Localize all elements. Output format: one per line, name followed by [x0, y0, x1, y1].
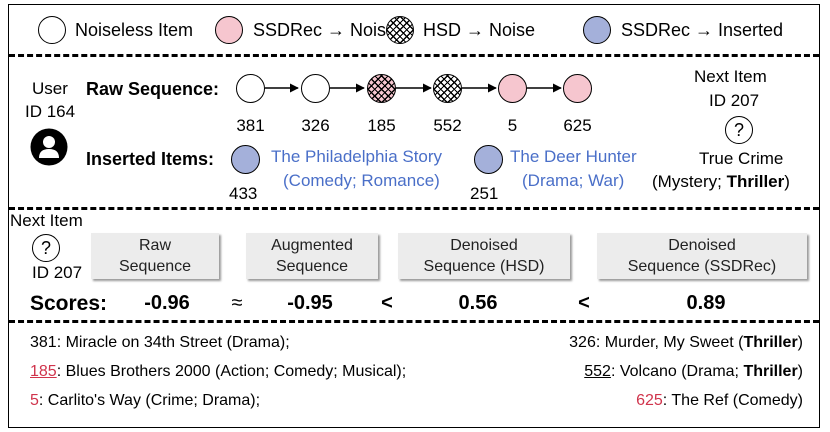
item-381: 381: Miracle on 34th Street (Drama); [30, 334, 290, 351]
ssdrec-noise-icon [215, 16, 243, 44]
operator-less-1: < [381, 292, 393, 314]
raw-sequence-label: Raw Sequence: [86, 79, 220, 99]
divider-legend [9, 54, 819, 57]
score-augmented: -0.95 [287, 292, 333, 314]
divider-scores [9, 320, 819, 323]
legend-hsd-noise-label: HSD → Noise [423, 20, 536, 40]
user-label: User [32, 79, 68, 98]
score-raw: -0.96 [144, 292, 190, 314]
next-item-label-2: Next Item [10, 211, 83, 230]
inserted-item-433-icon [231, 145, 260, 174]
sequence-item-5 [498, 74, 527, 103]
sequence-id-326: 326 [301, 116, 330, 135]
box-line-1: Denoised [450, 237, 518, 254]
question-icon: ? [725, 116, 753, 144]
inserted-title-433: The Philadelphia Story [271, 147, 443, 166]
sequence-id-625: 625 [563, 116, 592, 135]
sequence-item-326 [301, 74, 330, 103]
score-ssdrec: 0.89 [686, 292, 726, 314]
sequence-item-185 [367, 74, 396, 103]
denoised-ssdrec-box: Denoised Sequence (SSDRec) [597, 233, 807, 279]
sequence-id-185: 185 [367, 116, 396, 135]
sequence-id-5: 5 [507, 116, 518, 135]
sequence-id-552: 552 [433, 116, 462, 135]
box-line-2: Sequence [118, 258, 192, 275]
item-552: 552: Volcano (Drama; Thriller) [584, 363, 803, 380]
inserted-genres-433: (Comedy; Romance) [283, 171, 440, 190]
legend-ssdrec-noise-label: SSDRec → Noise [253, 20, 397, 40]
inserted-title-251: The Deer Hunter [510, 147, 637, 166]
box-line-2: Sequence (HSD) [423, 258, 545, 275]
sequence-item-625 [563, 74, 592, 103]
box-line-1: Augmented [271, 237, 353, 254]
item-625: 625: The Ref (Comedy) [636, 392, 803, 409]
inserted-id-433: 433 [229, 184, 258, 203]
sequence-item-381 [236, 74, 265, 103]
inserted-item-251-icon [474, 145, 503, 174]
user-id: ID 164 [25, 102, 76, 121]
raw-sequence-box: Raw Sequence [91, 233, 219, 279]
item-326: 326: Murder, My Sweet (Thriller) [569, 334, 803, 351]
legend-ssdrec-inserted-label: SSDRec → Inserted [621, 20, 784, 40]
denoised-hsd-box: Denoised Sequence (HSD) [398, 233, 570, 279]
scores-label: Scores: [30, 292, 108, 315]
box-line-2: Sequence (SSDRec) [627, 258, 777, 275]
legend-noiseless-label: Noiseless Item [75, 20, 194, 40]
noiseless-item-icon [38, 16, 66, 44]
next-item-id-2: ID 207 [32, 263, 83, 282]
sequence-item-552 [433, 74, 462, 103]
score-hsd: 0.56 [458, 292, 498, 314]
next-item-id: ID 207 [709, 91, 760, 110]
hsd-noise-icon [386, 16, 414, 44]
inserted-items-label: Inserted Items: [86, 149, 215, 169]
inserted-genres-251: (Drama; War) [522, 171, 625, 190]
ssdrec-inserted-icon [583, 16, 611, 44]
item-185: 185: Blues Brothers 2000 (Action; Comedy… [30, 363, 407, 380]
box-line-1: Raw [138, 237, 171, 254]
question-icon: ? [32, 234, 60, 262]
outer-frame [8, 4, 820, 428]
inserted-id-251: 251 [470, 184, 499, 203]
person-icon [30, 128, 68, 166]
box-line-1: Denoised [668, 237, 736, 254]
operator-less-2: < [578, 292, 590, 314]
next-item-label: Next Item [694, 67, 767, 86]
box-line-2: Sequence [275, 258, 349, 275]
next-item-genres: (Mystery; Thriller) [652, 172, 790, 191]
sequence-id-381: 381 [236, 116, 265, 135]
item-5: 5: Carlito's Way (Crime; Drama); [30, 392, 261, 409]
augmented-sequence-box: Augmented Sequence [246, 233, 378, 279]
operator-approx: ≈ [231, 292, 243, 314]
divider-sequence [9, 207, 819, 210]
next-item-title: True Crime [699, 149, 784, 168]
